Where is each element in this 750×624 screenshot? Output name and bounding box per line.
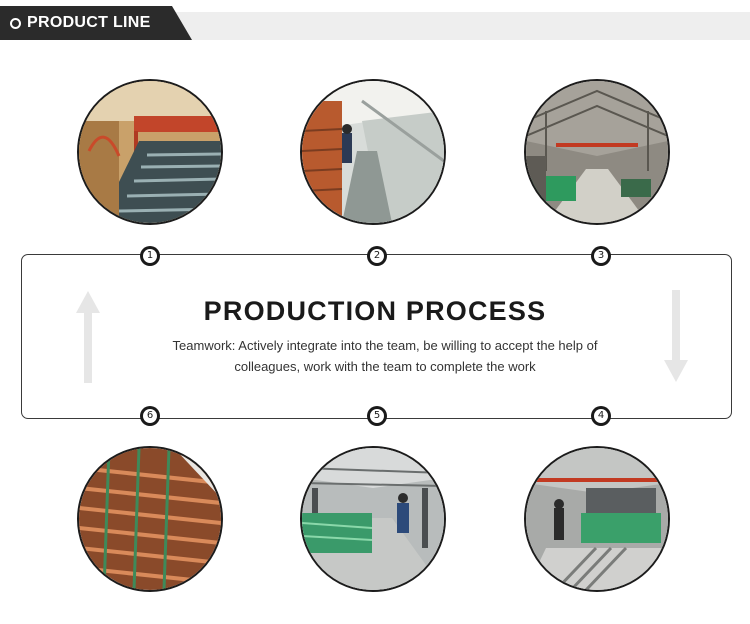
step-marker-3: 3 (591, 246, 611, 266)
photo-production-step-4 (524, 446, 670, 592)
photo-production-step-1 (77, 79, 223, 225)
arrow-up-icon (76, 291, 100, 388)
section-header: PRODUCT LINE (0, 0, 750, 48)
step-number: 6 (143, 409, 157, 423)
step-number: 3 (594, 249, 608, 263)
photo-production-step-3 (524, 79, 670, 225)
step-number: 5 (370, 409, 384, 423)
process-title: PRODUCTION PROCESS (203, 296, 547, 326)
photo-production-step-6 (77, 446, 223, 592)
step-number: 2 (370, 249, 384, 263)
step-marker-6: 6 (140, 406, 160, 426)
step-marker-2: 2 (367, 246, 387, 266)
step-marker-5: 5 (367, 406, 387, 426)
arrow-down-icon (664, 290, 688, 387)
photo-production-step-2 (300, 79, 446, 225)
circle-bullet-icon (10, 18, 21, 29)
step-marker-4: 4 (591, 406, 611, 426)
header-tab: PRODUCT LINE (0, 6, 192, 40)
process-description: Teamwork: Actively integrate into the te… (172, 338, 598, 374)
section-title: PRODUCT LINE (27, 14, 151, 31)
photo-production-step-5 (300, 446, 446, 592)
step-number: 4 (594, 409, 608, 423)
step-number: 1 (143, 249, 157, 263)
step-marker-1: 1 (140, 246, 160, 266)
